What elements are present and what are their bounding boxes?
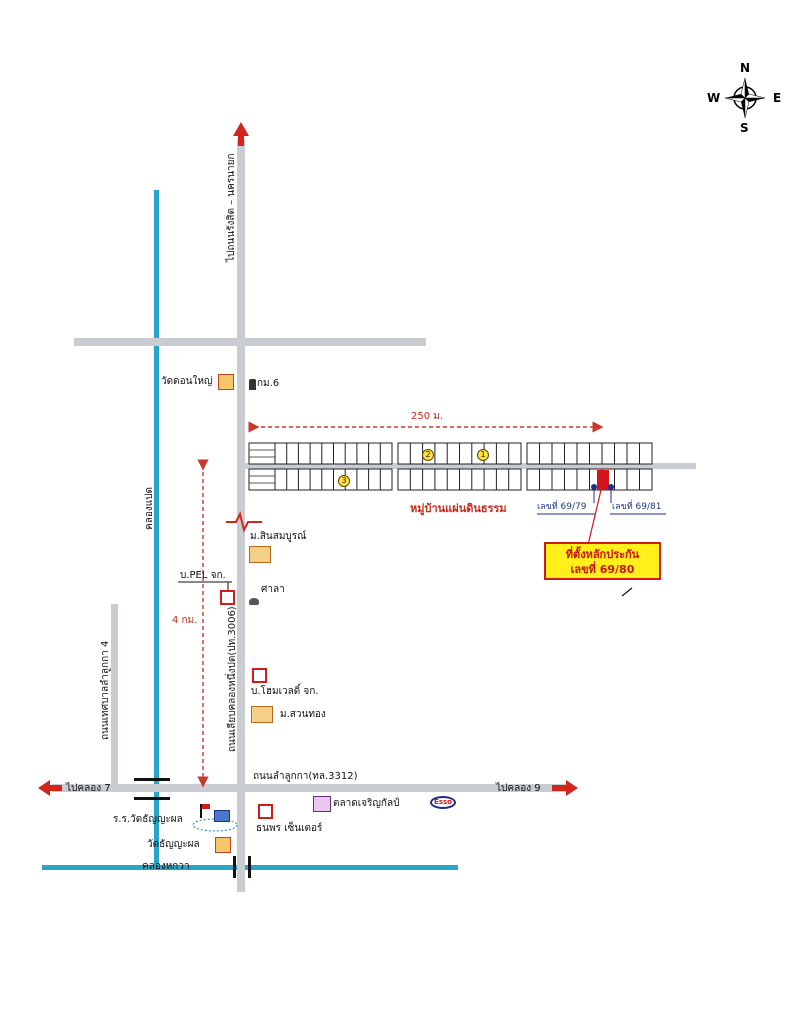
main-road-label: ถนนเลียบคลองหนึ่งปต(ปท.3006) [227,606,238,752]
road-village [245,463,696,469]
compass-s: S [740,121,749,135]
wat-thanya-label: วัดธัญญะผล [147,839,200,850]
marker-2: 2 [422,449,434,461]
school-label: ร.ร.วัดธัญญะผล [113,814,183,825]
factory-icon [220,590,235,605]
bridge-west-top [134,778,170,781]
temple-icon [218,374,234,390]
to-khlong7-label: ไปคลอง 7 [66,783,111,794]
bridge-south-right [248,856,251,878]
lot-69-79-label: เลขที่ 69/79 [537,502,587,512]
marker-3: 3 [338,475,350,487]
esso-logo: Esso [430,796,456,809]
village-name-label: หมู่บ้านแผ่นดินธรรม [410,502,507,515]
arrow-north [233,122,249,146]
pel-label: บ.PEL จก. [180,570,226,581]
bridge-west-bottom [134,797,170,800]
lot-block [248,442,393,465]
school-ring [192,818,238,832]
thesaban-road-label: ถนนเทศบาลลำลูกกา 4 [100,640,111,740]
road-break-symbol [226,511,262,533]
callout-line2: เลขที่ 69/80 [570,563,635,576]
highlight-lot-69-80 [597,470,609,490]
sin-somboon-label: ม.สินสมบูรณ์ [250,531,307,542]
arrow-west [38,780,62,796]
khlong-paed-label: คลองแปด [144,487,155,530]
village-house-icon [249,546,271,563]
wat-don-yai-label: วัดดอนใหญ่ [161,376,213,387]
bridge-south-left [233,856,236,878]
home-well-label: บ.โฮมเวลดิ์ จก. [251,686,319,697]
compass-w: W [707,91,721,105]
compass-n: N [740,61,751,75]
marker-1: 1 [477,449,489,461]
sala-label: ศาลา [261,584,285,595]
school-house-icon [214,810,230,822]
talad-label: ตลาดเจริญกัลป์ [333,798,400,809]
km-post-icon [249,379,256,390]
callout-line1: ที่ตั้งหลักประกัน [565,548,640,561]
to-khlong9-label: ไปคลอง 9 [496,783,541,794]
km6-label: กม.6 [257,378,280,389]
distance-250m-label: 250 ม. [411,411,444,422]
road-upper-horizontal [74,338,426,346]
shop-icon [258,804,273,819]
factory-icon [252,668,267,683]
school-flag-icon [200,804,210,818]
sala-icon [249,598,259,605]
north-road-label: ไปถนนรังสิต – นครนายก [226,153,237,262]
khlong-hok-wa-label: คลองหกวา [142,861,190,872]
suan-thong-label: ม.สวนทอง [280,709,326,720]
leader-callout [587,489,602,546]
stray-tick [621,587,633,597]
village-house-icon [251,706,273,723]
temple-icon [215,837,231,853]
compass-rose [724,77,766,119]
compass-e: E [773,91,782,105]
distance-4km-label: 4 กม. [172,615,198,626]
arrow-east [552,780,578,796]
lot-block [248,468,393,491]
canal-khlong-paed [154,190,159,868]
market-icon [313,796,331,812]
collateral-callout: ที่ตั้งหลักประกัน เลขที่ 69/80 [544,542,661,580]
lot-69-81-label: เลขที่ 69/81 [612,502,662,512]
thanaporn-label: ธนพร เซ็นเตอร์ [256,823,323,834]
road-lamlukka [52,784,570,792]
road-thesaban-4 [111,604,118,788]
lamlukka-road-label: ถนนลำลูกกา(ทล.3312) [253,771,358,782]
